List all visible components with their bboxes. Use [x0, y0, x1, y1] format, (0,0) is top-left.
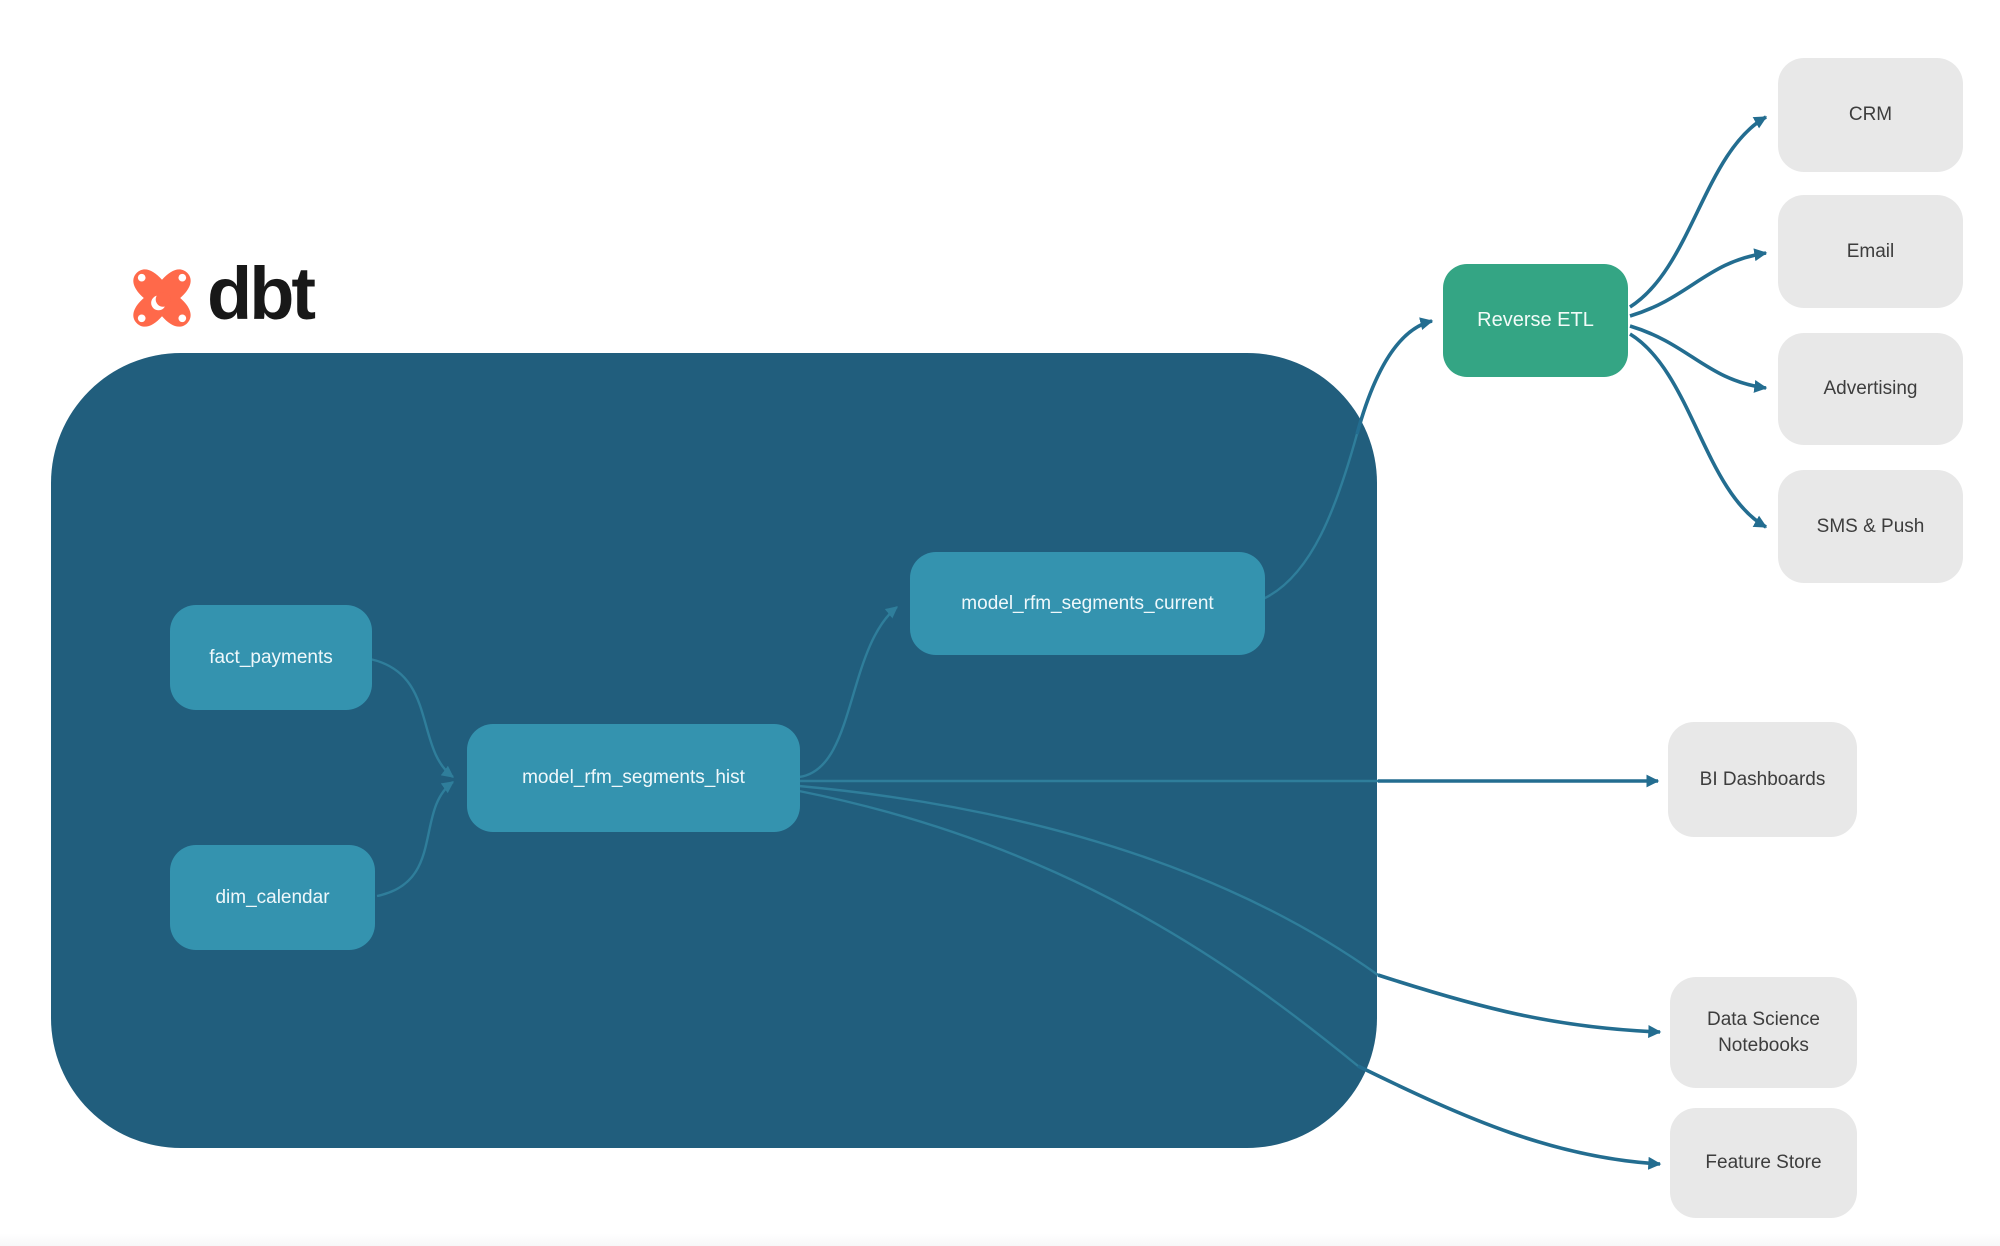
node-ds-notebooks-label: Data Science Notebooks [1706, 1008, 1820, 1056]
edge-reverse-etl-to-advertising [1629, 324, 1768, 393]
edge-reverse-etl-to-email [1629, 248, 1768, 318]
node-fact-payments-label: fact_payments [209, 646, 333, 668]
node-model-rfm-segments-current: model_rfm_segments_current [910, 552, 1265, 655]
node-model-rfm-segments-hist-label: model_rfm_segments_hist [522, 767, 745, 789]
node-bi-dashboards: BI Dashboards [1668, 722, 1857, 837]
node-sms-push-label: SMS & Push [1816, 515, 1925, 537]
dbt-logo: dbt [127, 252, 387, 338]
node-model-rfm-segments-hist: model_rfm_segments_hist [467, 724, 800, 832]
edge-reverse-etl-to-crm [1629, 115, 1768, 309]
node-crm: CRM [1778, 58, 1963, 172]
node-model-rfm-segments-current-label: model_rfm_segments_current [961, 592, 1214, 614]
edge-reverse-etl-to-sms-push [1629, 332, 1768, 529]
node-reverse-etl: Reverse ETL [1443, 264, 1628, 377]
edge-hist-to-ds-notebooks [1377, 973, 1662, 1039]
node-dim-calendar: dim_calendar [170, 845, 375, 950]
node-email-label: Email [1846, 240, 1895, 262]
node-email: Email [1778, 195, 1963, 308]
node-crm-label: CRM [1848, 104, 1893, 126]
node-fact-payments: fact_payments [170, 605, 372, 710]
node-feature-store: Feature Store [1670, 1108, 1857, 1218]
node-bi-dashboards-label: BI Dashboards [1699, 768, 1826, 790]
node-sms-push: SMS & Push [1778, 470, 1963, 583]
dbt-logo-icon [133, 269, 191, 327]
edge-current-to-reverse-etl [1355, 317, 1434, 435]
dbt-logo-text: dbt [207, 252, 316, 335]
bottom-strip [0, 1234, 2000, 1246]
edge-hist-to-feature-store [1357, 1064, 1662, 1170]
node-dim-calendar-label: dim_calendar [215, 886, 330, 908]
node-reverse-etl-label: Reverse ETL [1477, 309, 1594, 331]
node-ds-notebooks: Data Science Notebooks [1670, 977, 1857, 1088]
node-feature-store-label: Feature Store [1705, 1152, 1822, 1174]
node-advertising-label: Advertising [1823, 378, 1918, 400]
node-advertising: Advertising [1778, 333, 1963, 445]
